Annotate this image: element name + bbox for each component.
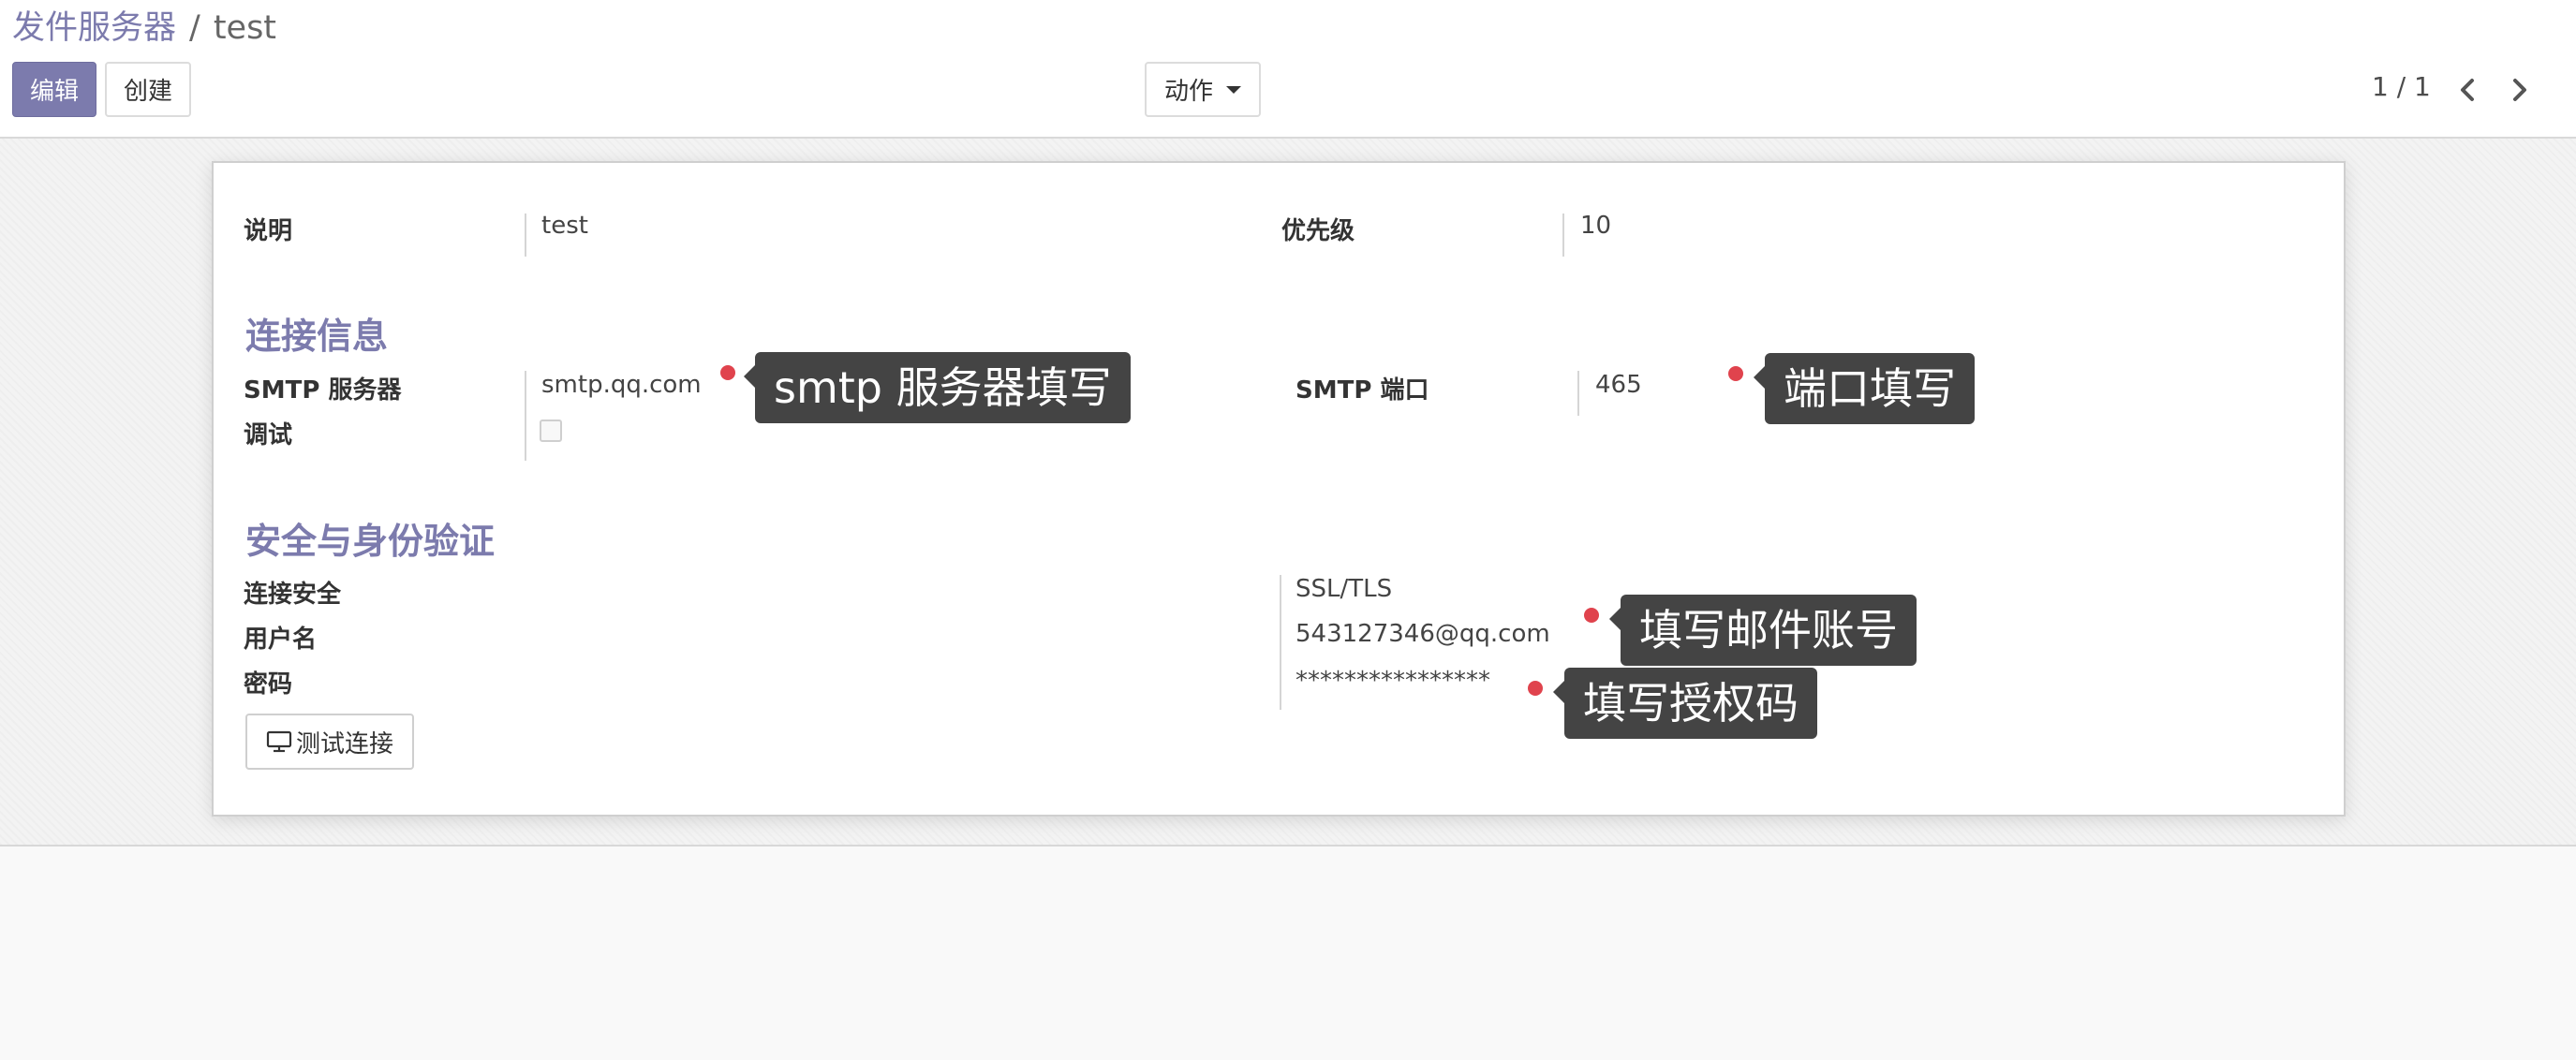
field-separator — [525, 213, 526, 257]
password-value: **************** — [1295, 667, 1490, 695]
field-separator — [1280, 575, 1281, 710]
security-section-title: 安全与身份验证 — [245, 521, 496, 562]
pager-previous-button[interactable] — [2450, 73, 2484, 107]
annotation-dot — [720, 365, 735, 380]
connection-security-value: SSL/TLS — [1295, 575, 1393, 603]
test-connection-button[interactable]: 测试连接 — [245, 714, 414, 770]
annotation-auth-code: 填写授权码 — [1553, 668, 1817, 739]
password-label: 密码 — [244, 670, 293, 699]
debug-checkbox[interactable] — [540, 420, 562, 442]
priority-value: 10 — [1580, 212, 1612, 240]
chevron-right-icon — [2513, 79, 2526, 101]
annotation-dot — [1728, 366, 1743, 381]
connection-security-label: 连接安全 — [244, 581, 342, 609]
smtp-port-value: 465 — [1595, 371, 1642, 399]
control-panel: 发件服务器 / test 编辑 创建 动作 1 / 1 — [0, 0, 2576, 139]
connection-section-title: 连接信息 — [245, 316, 389, 357]
annotation-account: 填写邮件账号 — [1609, 595, 1917, 666]
breadcrumb-parent-link[interactable]: 发件服务器 — [12, 9, 177, 47]
description-value: test — [541, 212, 588, 240]
chevron-left-icon — [2461, 79, 2474, 101]
field-separator — [1577, 371, 1579, 416]
desktop-icon — [266, 730, 292, 753]
pager-value[interactable]: 1 / 1 — [2372, 71, 2431, 102]
action-dropdown-label: 动作 — [1163, 78, 1213, 106]
edit-button[interactable]: 编辑 — [12, 62, 96, 117]
annotation-dot — [1528, 681, 1543, 696]
action-dropdown-button[interactable]: 动作 — [1145, 62, 1261, 117]
smtp-server-value: smtp.qq.com — [541, 371, 702, 399]
username-value: 543127346@qq.com — [1295, 620, 1550, 648]
field-separator — [1562, 213, 1564, 257]
test-connection-label: 测试连接 — [295, 729, 393, 758]
smtp-server-label: SMTP 服务器 — [244, 376, 402, 405]
field-separator — [525, 371, 526, 461]
breadcrumb-separator: / — [189, 9, 200, 47]
description-label: 说明 — [244, 217, 293, 245]
edit-button-label: 编辑 — [29, 78, 79, 106]
smtp-port-label: SMTP 端口 — [1295, 376, 1429, 405]
annotation-dot — [1584, 608, 1599, 623]
annotation-smtp-server: smtp 服务器填写 — [744, 352, 1131, 423]
debug-label: 调试 — [244, 421, 293, 449]
priority-label: 优先级 — [1281, 217, 1355, 245]
form-sheet: 说明 test 优先级 10 连接信息 SMTP 服务器 smtp.qq.com… — [212, 161, 2346, 817]
pager-next-button[interactable] — [2503, 73, 2537, 107]
breadcrumb-current: test — [213, 9, 277, 47]
form-view-content: 说明 test 优先级 10 连接信息 SMTP 服务器 smtp.qq.com… — [0, 139, 2576, 847]
breadcrumb: 发件服务器 / test — [12, 5, 276, 52]
caret-down-icon — [1226, 85, 1241, 94]
username-label: 用户名 — [244, 626, 318, 654]
create-button-label: 创建 — [123, 78, 172, 106]
create-button[interactable]: 创建 — [105, 62, 191, 117]
annotation-port: 端口填写 — [1754, 353, 1975, 424]
